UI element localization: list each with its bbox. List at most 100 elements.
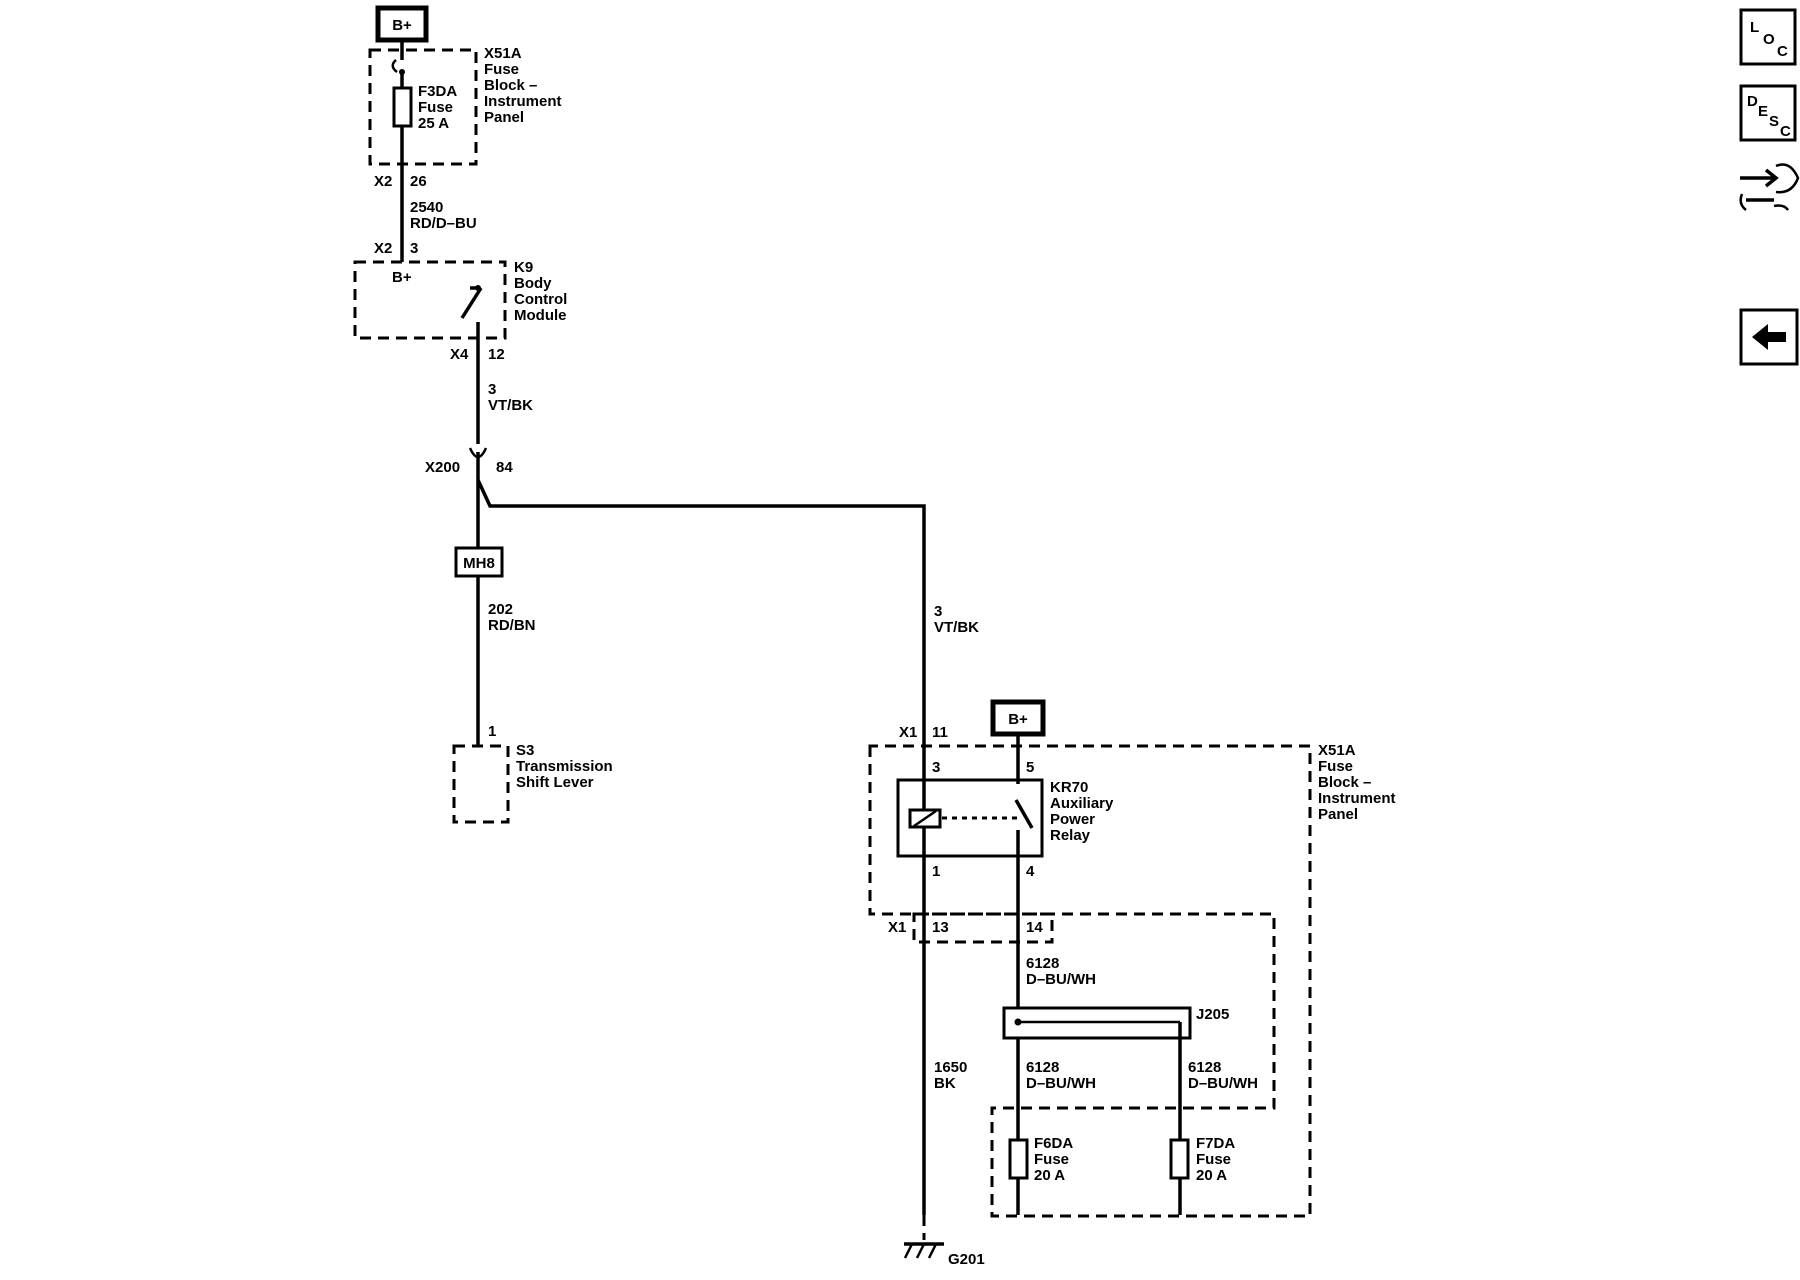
loc-button[interactable]: L O C (1739, 8, 1797, 66)
wire-1650-line-1: 1650 (934, 1059, 967, 1076)
wire-6128-right-label: 6128 D–BU/WH (1188, 1059, 1258, 1092)
fuse-block-top-line-5: Panel (484, 109, 524, 126)
relay-bplus-label: B+ (1008, 711, 1028, 728)
fuse-f3da-line-1: F3DA (418, 83, 457, 100)
wire-2540-line-2: RD/D–BU (410, 215, 477, 232)
back-arrow-icon (1752, 324, 1786, 350)
bcm-in-pin: 3 (410, 240, 418, 257)
fuse-block-bottom-line-4: Instrument (1318, 790, 1396, 807)
wire-6128-left-line-1: 6128 (1026, 1059, 1059, 1076)
fuse-block-top-line-3: Block – (484, 77, 537, 94)
desc-letter-d: D (1747, 93, 1758, 110)
wire-6128-top-line-1: 6128 (1026, 955, 1059, 972)
relay-pin-3: 3 (932, 759, 940, 776)
mh8-label: MH8 (463, 555, 495, 572)
connector-tool-icon[interactable] (1739, 163, 1800, 211)
relay-body (896, 778, 1044, 858)
inline-connector-x200: X200 84 (425, 447, 513, 556)
transmission-shift-lever: 1 S3 Transmission Shift Lever (452, 723, 613, 824)
shift-lever-line-3: Shift Lever (516, 774, 594, 791)
fuse-block-top-tap (391, 59, 398, 73)
fuse-block-bottom-boundary (868, 744, 1312, 1218)
relay-line-1: KR70 (1050, 779, 1088, 796)
wire-202-line-2: RD/BN (488, 617, 536, 634)
wire-6128-right-line-1: 6128 (1188, 1059, 1221, 1076)
x1-bottom-connector: X1 (888, 919, 906, 936)
fuse-block-top-connector: X2 (374, 173, 392, 190)
wire-1650-label: 1650 BK (934, 1059, 967, 1092)
fuse-f7da-line-1: F7DA (1196, 1135, 1235, 1152)
bcm-switch (460, 287, 483, 319)
bcm-boundary (353, 260, 507, 340)
relay-line-4: Relay (1050, 827, 1091, 844)
fuse-f3da (392, 86, 413, 128)
wire-3-right-label: 3 VT/BK (934, 603, 979, 636)
ground-label: G201 (948, 1251, 985, 1268)
fuse-block-top-line-2: Fuse (484, 61, 519, 78)
x1-bottom-connector-box (912, 912, 1054, 944)
fuse-block-top: F3DA Fuse 25 A X51A Fuse Block – Instrum… (368, 40, 562, 262)
shift-lever-line-2: Transmission (516, 758, 613, 775)
shift-lever-pin: 1 (488, 723, 496, 740)
ground-g201: G201 (903, 1215, 985, 1268)
shift-lever-line-1: S3 (516, 742, 534, 759)
wire-6128-top-line-2: D–BU/WH (1026, 971, 1096, 988)
wire-3-left-line-1: 3 (488, 381, 496, 398)
mh8-block: MH8 (454, 546, 504, 578)
fuse-f6da: F6DA Fuse 20 A (1008, 1135, 1073, 1184)
body-control-module: X2 3 B+ K9 Body Control Module X4 12 (353, 240, 567, 444)
bcm-in-connector: X2 (374, 240, 392, 257)
fuse-block-bottom-line-3: Block – (1318, 774, 1371, 791)
desc-button[interactable]: D E S C (1739, 84, 1797, 142)
bcm-out-connector: X4 (450, 346, 469, 363)
loc-letter-l: L (1750, 19, 1759, 36)
relay-line-3: Power (1050, 811, 1095, 828)
wire-6128-left-line-2: D–BU/WH (1026, 1075, 1096, 1092)
fuse-block-top-boundary (368, 48, 478, 166)
bcm-line-2: Body (514, 275, 552, 292)
x1-pin-14: 14 (1026, 919, 1043, 936)
back-button[interactable] (1739, 308, 1799, 366)
fuse-f6da-line-3: 20 A (1034, 1167, 1065, 1184)
shift-lever-boundary (452, 744, 510, 824)
desc-letter-e: E (1758, 103, 1768, 120)
fuse-f7da-line-2: Fuse (1196, 1151, 1231, 1168)
x1-top-pin: 11 (932, 724, 948, 741)
wire-3-left-line-2: VT/BK (488, 397, 533, 414)
bcm-line-3: Control (514, 291, 567, 308)
loc-letter-o: O (1763, 31, 1775, 48)
wire-6128-right-line-2: D–BU/WH (1188, 1075, 1258, 1092)
fuse-block-bottom-line-2: Fuse (1318, 758, 1353, 775)
top-bplus-label: B+ (392, 17, 412, 34)
x1-top-connector: X1 (899, 724, 917, 741)
relay-line-2: Auxiliary (1050, 795, 1114, 812)
bcm-out-pin: 12 (488, 346, 505, 363)
fuse-block-bottom: X1 11 X51A Fuse Block – Instrument Panel… (868, 724, 1396, 1218)
relay-pin-1: 1 (932, 863, 940, 880)
fuse-f7da-line-3: 20 A (1196, 1167, 1227, 1184)
wire-3-left-label: 3 VT/BK (488, 381, 533, 414)
wire-6128-top-label: 6128 D–BU/WH (1026, 955, 1096, 988)
fuse-block-top-line-4: Instrument (484, 93, 562, 110)
wire-3-branch (476, 479, 926, 1215)
fuse-block-bottom-line-5: Panel (1318, 806, 1358, 823)
splice-j205: J205 (1002, 1006, 1229, 1040)
top-bplus-box: B+ (375, 5, 429, 43)
wire-3-right-line-1: 3 (934, 603, 942, 620)
splice-label: J205 (1196, 1006, 1229, 1023)
bcm-line-1: K9 (514, 259, 533, 276)
wire-202-line-1: 202 (488, 601, 513, 618)
fuse-block-top-line-1: X51A (484, 45, 522, 62)
fuse-block-bottom-line-1: X51A (1318, 742, 1356, 759)
bcm-bplus-label: B+ (392, 269, 412, 286)
fuse-f6da-line-2: Fuse (1034, 1151, 1069, 1168)
wire-2540-line-1: 2540 (410, 199, 443, 216)
wire-202-label: 202 RD/BN (488, 601, 536, 634)
relay-pin-4: 4 (1026, 863, 1035, 880)
fuse-f3da-line-2: Fuse (418, 99, 453, 116)
desc-letter-c: C (1780, 123, 1791, 140)
relay-switch (1014, 799, 1034, 829)
fuse-f3da-line-3: 25 A (418, 115, 449, 132)
desc-letter-s: S (1769, 113, 1779, 130)
